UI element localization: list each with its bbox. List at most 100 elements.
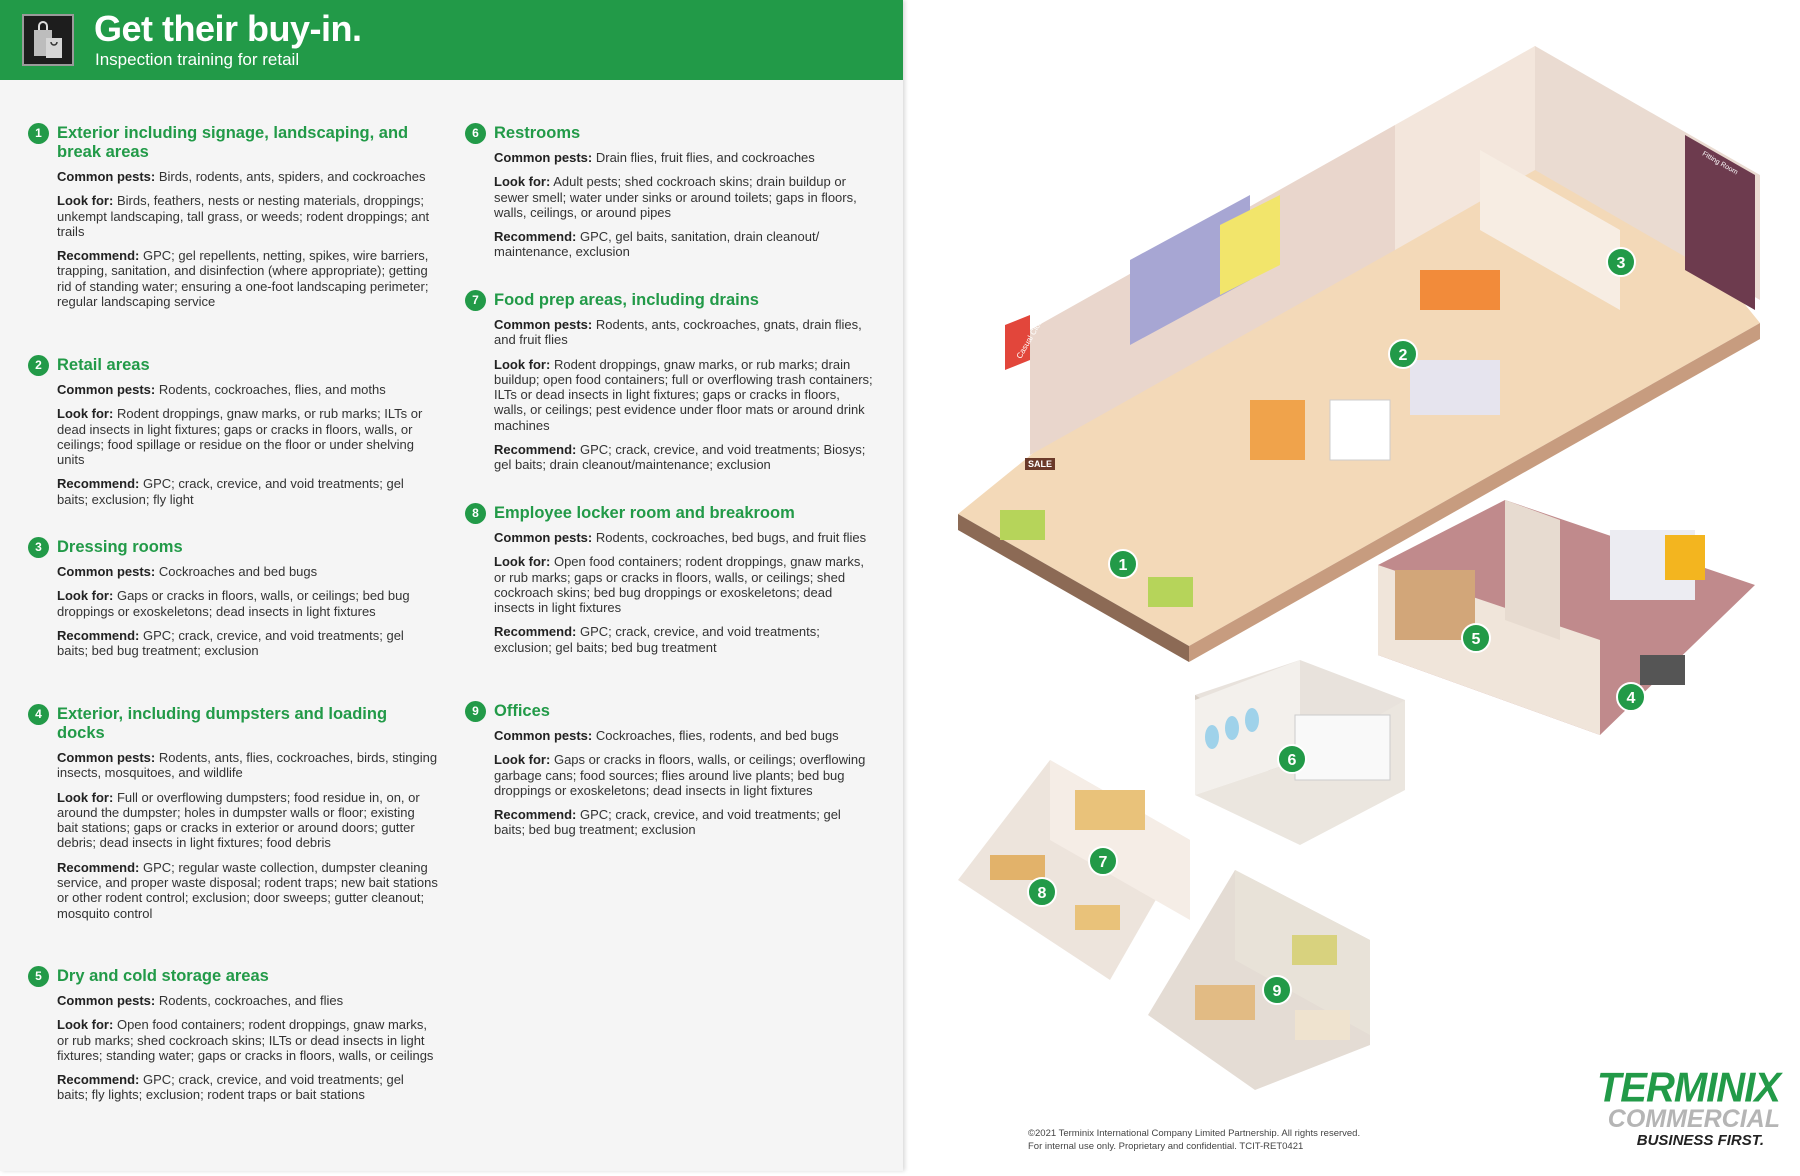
number-badge: 8	[465, 503, 486, 524]
area-marker-3: 3	[1606, 247, 1636, 277]
pests-label: Common pests:	[57, 169, 156, 184]
copyright-notice: ©2021 Terminix International Company Lim…	[1028, 1127, 1360, 1153]
number-badge: 7	[465, 290, 486, 311]
common-pests: Common pests: Rodents, cockroaches, and …	[57, 993, 438, 1008]
area-marker-9: 9	[1262, 975, 1292, 1005]
rec-label: Recommend:	[494, 229, 577, 245]
number-badge: 5	[28, 966, 49, 987]
section-title: 5 Dry and cold storage areas	[28, 966, 438, 987]
pests-text: Rodents, cockroaches, and flies	[158, 993, 344, 1008]
pests-text: Rodents, ants, cockroaches, gnats, drain…	[494, 317, 862, 348]
look-label: Look for:	[494, 554, 551, 570]
pests-label: Common pests:	[57, 382, 156, 397]
recommend: Recommend: GPC; crack, crevice, and void…	[494, 807, 875, 838]
page-subtitle: Inspection training for retail	[95, 50, 300, 69]
section-7: 7 Food prep areas, including drains Commo…	[465, 290, 875, 482]
look-for: Look for: Gaps or cracks in floors, wall…	[57, 588, 438, 619]
look-text: Open food containers; rodent droppings, …	[57, 1017, 434, 1063]
info-panel: Get their buy-in. Inspection training fo…	[0, 0, 903, 1171]
number-badge: 6	[465, 123, 486, 144]
pests-text: Rodents, cockroaches, bed bugs, and frui…	[595, 530, 867, 545]
rec-label: Recommend:	[57, 859, 140, 875]
fitting-room-wall	[1685, 135, 1755, 310]
pests-label: Common pests:	[494, 317, 593, 332]
look-for: Look for: Gaps or cracks in floors, wall…	[494, 752, 875, 798]
area-marker-7: 7	[1088, 846, 1118, 876]
look-label: Look for:	[494, 174, 551, 190]
look-label: Look for:	[57, 789, 114, 805]
look-label: Look for:	[57, 406, 114, 422]
rec-label: Recommend:	[57, 476, 140, 492]
logo-commercial: COMMERCIAL	[1607, 1105, 1780, 1133]
pests-text: Rodents, cockroaches, flies, and moths	[158, 382, 386, 397]
section-title-text: Dry and cold storage areas	[57, 967, 269, 985]
look-text: Rodent droppings, gnaw marks, or rub mar…	[57, 406, 423, 468]
look-label: Look for:	[57, 588, 114, 604]
rec-label: Recommend:	[494, 442, 577, 458]
recommend: Recommend: GPC; gel repellents, netting,…	[57, 248, 438, 309]
pests-label: Common pests:	[57, 564, 156, 579]
recommend: Recommend: GPC, gel baits, sanitation, d…	[494, 229, 875, 260]
look-text: Full or overflowing dumpsters; food resi…	[57, 789, 420, 851]
recommend: Recommend: GPC; crack, crevice, and void…	[57, 476, 438, 507]
area-marker-8: 8	[1027, 877, 1057, 907]
section-5: 5 Dry and cold storage areas Common pests…	[28, 966, 438, 1112]
recommend: Recommend: GPC; regular waste collection…	[57, 860, 438, 921]
area-marker-1: 1	[1108, 549, 1138, 579]
section-title: 8 Employee locker room and breakroom	[465, 503, 875, 524]
section-title-text: Dressing rooms	[57, 538, 183, 556]
section-title-text: Food prep areas, including drains	[494, 291, 759, 309]
look-for: Look for: Open food containers; rodent d…	[57, 1017, 438, 1063]
number-badge: 9	[465, 701, 486, 722]
rec-label: Recommend:	[494, 624, 577, 640]
look-for: Look for: Adult pests; shed cockroach sk…	[494, 174, 875, 220]
look-text: Gaps or cracks in floors, walls, or ceil…	[57, 588, 410, 619]
common-pests: Common pests: Rodents, ants, flies, cock…	[57, 750, 438, 781]
common-pests: Common pests: Drain flies, fruit flies, …	[494, 150, 875, 165]
rec-text: GPC; gel repellents, netting, spikes, wi…	[57, 248, 429, 310]
common-pests: Common pests: Rodents, cockroaches, bed …	[494, 530, 875, 545]
rec-label: Recommend:	[57, 627, 140, 643]
common-pests: Common pests: Cockroaches and bed bugs	[57, 564, 438, 579]
look-for: Look for: Birds, feathers, nests or nest…	[57, 193, 438, 239]
look-label: Look for:	[57, 193, 114, 209]
number-badge: 1	[28, 123, 49, 144]
look-text: Open food containers; rodent droppings, …	[494, 554, 864, 616]
look-label: Look for:	[494, 752, 551, 768]
look-for: Look for: Rodent droppings, gnaw marks, …	[494, 357, 875, 433]
section-title: 1 Exterior including signage, landscaping…	[28, 123, 438, 162]
number-badge: 2	[28, 355, 49, 376]
look-text: Rodent droppings, gnaw marks, or rub mar…	[494, 356, 873, 433]
common-pests: Common pests: Birds, rodents, ants, spid…	[57, 169, 438, 184]
look-label: Look for:	[494, 356, 551, 372]
shopping-bag-icon	[22, 14, 74, 66]
pests-label: Common pests:	[494, 728, 593, 743]
common-pests: Common pests: Rodents, ants, cockroaches…	[494, 317, 875, 348]
page-title: Get their buy-in.	[94, 8, 362, 49]
number-badge: 3	[28, 537, 49, 558]
look-for: Look for: Full or overflowing dumpsters;…	[57, 790, 438, 851]
section-title-text: Exterior including signage, landscaping,…	[57, 124, 409, 161]
section-title: 7 Food prep areas, including drains	[465, 290, 875, 311]
section-8: 8 Employee locker room and breakroom Comm…	[465, 503, 875, 664]
rec-text: GPC; crack, crevice, and void treatments…	[494, 807, 841, 838]
rec-text: GPC; crack, crevice, and void treatments…	[494, 442, 866, 473]
confidential-line: For internal use only. Proprietary and c…	[1028, 1141, 1304, 1152]
isometric-store-drawing	[958, 46, 1760, 1090]
recommend: Recommend: GPC; crack, crevice, and void…	[494, 624, 875, 655]
rec-label: Recommend:	[494, 807, 577, 823]
recommend: Recommend: GPC; crack, crevice, and void…	[57, 628, 438, 659]
area-marker-2: 2	[1388, 339, 1418, 369]
sale-sign: SALE	[1025, 458, 1056, 470]
look-text: Adult pests; shed cockroach skins; drain…	[494, 174, 857, 220]
pests-label: Common pests:	[494, 150, 593, 165]
recommend: Recommend: GPC; crack, crevice, and void…	[57, 1072, 438, 1103]
section-title-text: Employee locker room and breakroom	[494, 504, 795, 522]
look-label: Look for:	[57, 1017, 114, 1033]
